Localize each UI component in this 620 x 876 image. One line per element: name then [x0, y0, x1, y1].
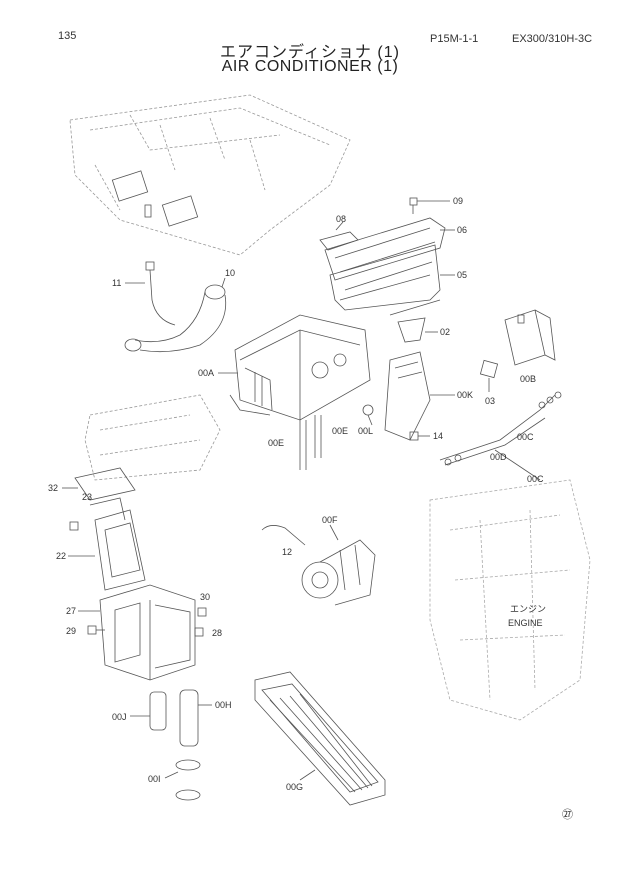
title-japanese: エアコンディショナ (1)	[220, 44, 400, 61]
part-29-bolt	[87, 625, 105, 635]
part-28-bolt	[194, 627, 204, 637]
label-00A: 00A	[198, 368, 214, 378]
part-30-bolt	[197, 607, 207, 617]
label-12: 12	[282, 547, 292, 557]
label-00K: 00K	[457, 390, 473, 400]
engine-label-en: ENGINE	[508, 618, 543, 628]
label-00F: 00F	[322, 515, 338, 525]
label-22: 22	[56, 551, 66, 561]
part-11-hose	[125, 261, 176, 326]
cab-roof-outline	[69, 94, 351, 256]
label-00H: 00H	[215, 700, 232, 710]
label-02: 02	[440, 327, 450, 337]
roof-switch-panel	[111, 170, 199, 227]
part-00C-harness	[439, 391, 562, 481]
label-00E-left: 00E	[268, 438, 284, 448]
part-27-receiver-box	[78, 584, 196, 681]
part-10-duct-hose	[124, 277, 227, 353]
label-09: 09	[453, 196, 463, 206]
engine-outline	[429, 479, 591, 721]
label-03: 03	[485, 396, 495, 406]
title-english: AIR CONDITIONER (1)	[221, 58, 399, 75]
part-00F-compressor	[301, 524, 376, 606]
label-00E-right: 00E	[332, 426, 348, 436]
label-14: 14	[433, 431, 443, 441]
label-30: 30	[200, 592, 210, 602]
engine-label-jp: エンジン	[510, 604, 546, 614]
part-00B-control-box	[504, 309, 556, 366]
label-11: 11	[112, 278, 121, 288]
label-05: 05	[457, 270, 467, 280]
label-08: 08	[336, 214, 346, 224]
part-00E-rods	[299, 415, 322, 470]
part-00I-clamps	[164, 759, 201, 801]
part-00J-drier	[130, 691, 167, 731]
part-03-switch	[479, 359, 499, 392]
part-22-frame	[68, 509, 146, 591]
part-09-bolt	[409, 197, 450, 214]
label-32: 32	[48, 483, 58, 493]
page-code: P15M-1-1	[430, 33, 479, 45]
footer-mark: ㉗	[562, 808, 573, 821]
label-23: 23	[82, 492, 92, 502]
page-number: 135	[58, 30, 77, 42]
label-00D: 00D	[490, 452, 507, 462]
label-06: 06	[457, 225, 467, 235]
label-00J: 00J	[112, 712, 127, 722]
part-12-hose	[261, 525, 306, 546]
part-32-bracket	[62, 467, 136, 501]
label-28: 28	[212, 628, 222, 638]
cab-floor-outline	[84, 394, 221, 481]
label-00G: 00G	[286, 782, 303, 792]
part-00L-clip	[362, 404, 374, 426]
part-05-duct	[329, 244, 455, 316]
part-23-plate	[89, 497, 126, 521]
model-number: EX300/310H-3C	[512, 33, 593, 45]
label-00C-upper: 00C	[517, 432, 534, 442]
part-00K-duct	[384, 351, 455, 441]
label-00B: 00B	[520, 374, 536, 384]
part-00G-condenser	[254, 671, 386, 806]
part-06-duct	[324, 217, 455, 281]
label-00I: 00I	[148, 774, 161, 784]
label-29: 29	[66, 626, 76, 636]
label-27: 27	[66, 606, 76, 616]
part-00A-ac-unit	[218, 314, 371, 421]
label-00C-lower: 00C	[527, 474, 544, 484]
label-00L: 00L	[358, 426, 373, 436]
part-02-bracket	[397, 317, 438, 343]
part-00H-tank	[179, 689, 212, 747]
label-10: 10	[225, 268, 235, 278]
part-14-bolt	[409, 431, 430, 441]
